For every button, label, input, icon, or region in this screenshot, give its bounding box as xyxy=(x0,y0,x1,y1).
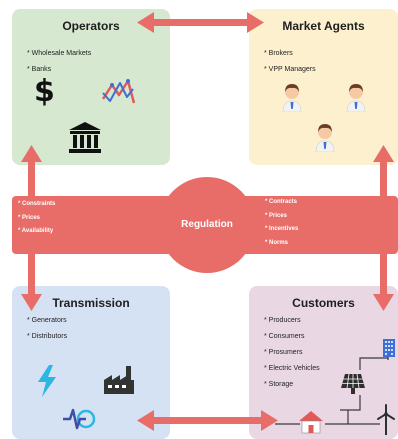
list-item: * Producers xyxy=(264,317,301,324)
businessman-icon xyxy=(346,84,366,112)
list-item: * VPP Managers xyxy=(264,66,316,73)
market-agents-box: Market Agents * Brokers * VPP Managers xyxy=(249,9,398,165)
building-icon xyxy=(383,339,395,357)
solar-panel-icon xyxy=(341,373,365,394)
list-item: * Prosumers xyxy=(264,349,303,356)
agents-customers-arrow xyxy=(373,145,394,311)
list-item: * Consumers xyxy=(264,333,305,340)
customers-box: Customers * Producers * Consumers * Pros… xyxy=(249,286,398,439)
line-chart-icon xyxy=(101,79,136,104)
customers-title: Customers xyxy=(292,296,355,310)
operators-transmission-arrow xyxy=(21,145,42,311)
regulation-right-list: * Contracts * Prices * Incentives * Norm… xyxy=(265,196,298,250)
list-item: * Generators xyxy=(27,317,67,324)
list-item: * Storage xyxy=(264,381,294,388)
operators-list: * Wholesale Markets * Banks xyxy=(27,46,91,78)
list-item: * Constraints xyxy=(18,201,56,207)
transmission-title: Transmission xyxy=(52,296,130,310)
customers-list: * Producers * Consumers * Prosumers * El… xyxy=(264,313,320,393)
list-item: * Norms xyxy=(265,239,289,246)
list-item: * Availability xyxy=(18,228,54,234)
list-item: * Contracts xyxy=(265,199,298,205)
list-item: * Prices xyxy=(265,212,288,219)
operators-title: Operators xyxy=(62,19,120,33)
list-item: * Banks xyxy=(27,66,52,73)
lightning-icon xyxy=(38,365,56,397)
dollar-icon: $ xyxy=(34,74,55,109)
bank-icon xyxy=(69,122,101,153)
list-item: * Distributors xyxy=(27,333,68,340)
list-item: * Brokers xyxy=(264,50,293,57)
list-item: * Electric Vehicles xyxy=(264,365,320,372)
list-item: * Incentives xyxy=(265,226,299,232)
regulation-left-list: * Constraints * Prices * Availability xyxy=(18,198,55,239)
businessman-icon xyxy=(282,84,302,112)
network-lines xyxy=(275,348,389,425)
factory-icon xyxy=(104,366,134,394)
market-agents-list: * Brokers * VPP Managers xyxy=(264,46,316,78)
regulation-title: Regulation xyxy=(181,219,233,230)
pulse-icon xyxy=(63,408,96,430)
list-item: * Prices xyxy=(18,214,41,221)
market-agents-title: Market Agents xyxy=(282,19,365,33)
wind-turbine-icon xyxy=(377,404,395,435)
house-icon xyxy=(299,411,323,434)
list-item: * Wholesale Markets xyxy=(27,50,92,57)
transmission-list: * Generators * Distributors xyxy=(27,313,67,345)
transmission-customers-arrow xyxy=(137,410,278,431)
businessman-icon xyxy=(315,124,335,152)
regulation-circle xyxy=(159,177,255,273)
operators-agents-arrow xyxy=(137,12,264,33)
